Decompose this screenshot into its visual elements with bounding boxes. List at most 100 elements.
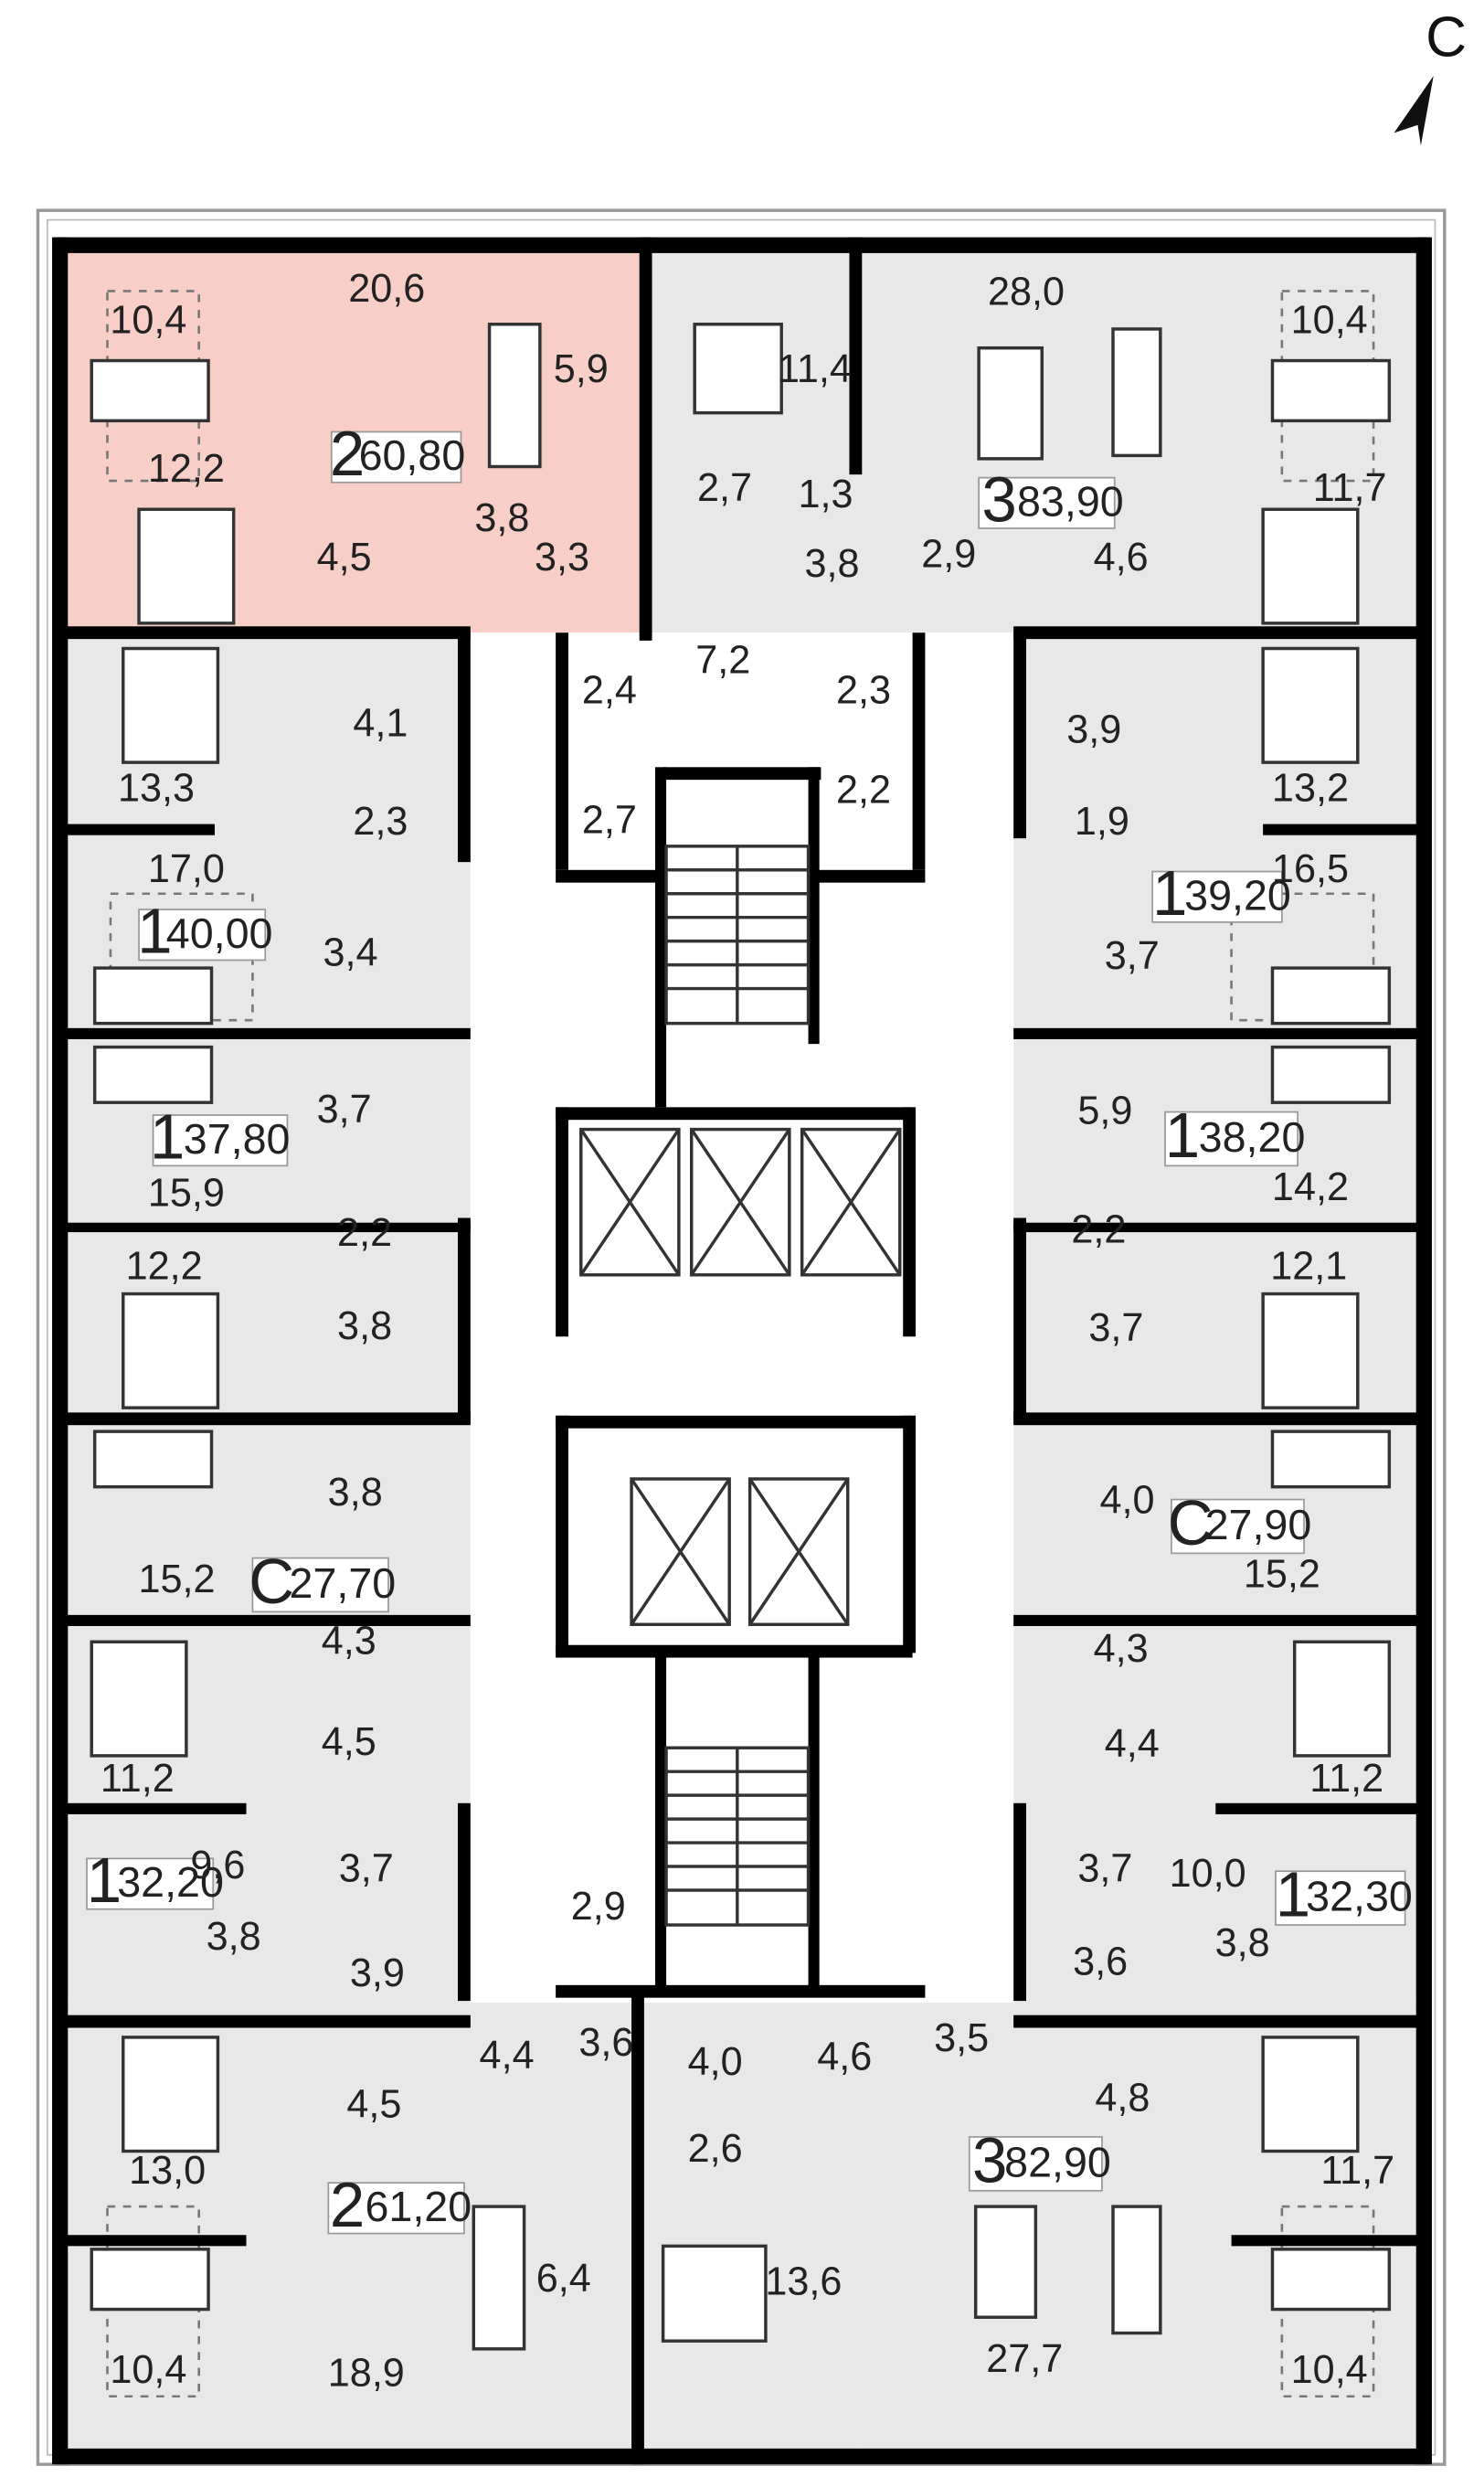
bed-icon [137,507,236,625]
svg-text:1: 1 [150,1101,185,1173]
bed-icon [693,323,783,415]
room-area: 3,5 [934,2016,989,2060]
svg-text:1: 1 [137,896,172,967]
sofa-icon [1270,358,1392,423]
apartment-label-e2[interactable]: 1 38,20 [1164,1100,1306,1171]
room-area: 2,6 [688,2127,743,2171]
apartment-label-w3[interactable]: С 27,70 [249,1546,396,1617]
svg-text:32,30: 32,30 [1306,1873,1413,1920]
compass-arrow-icon [1394,76,1434,146]
room-area: 4,5 [346,2082,401,2126]
sofa-icon [92,1430,214,1489]
room-area: 28,0 [988,270,1065,314]
room-area: 3,8 [337,1304,392,1348]
room-area: 3,7 [317,1088,372,1132]
room-area: 10,0 [1170,1852,1246,1896]
bed-icon [122,1292,220,1409]
apartment-south-mid-fill[interactable] [641,2002,863,2461]
svg-text:82,90: 82,90 [1004,2138,1111,2185]
room-area: 6,4 [536,2257,591,2301]
svg-text:39,20: 39,20 [1184,871,1291,919]
room-area-labels: 10,4 20,6 5,9 12,2 4,5 3,8 3,3 11,4 2,7 … [101,267,1394,2396]
svg-text:61,20: 61,20 [365,2183,472,2230]
svg-text:С: С [1168,1487,1214,1558]
room-area: 12,1 [1270,1244,1347,1288]
svg-text:83,90: 83,90 [1017,477,1124,525]
room-area: 4,1 [353,702,408,746]
sofa-icon [92,966,214,1026]
apartment-north-mid-fill[interactable] [650,245,856,633]
svg-text:27,90: 27,90 [1205,1501,1312,1548]
room-area: 3,7 [1088,1306,1143,1350]
room-area: 4,4 [480,2034,535,2078]
room-area: 17,0 [148,847,225,891]
room-area: 11,4 [778,347,852,391]
room-area: 10,4 [110,2348,186,2392]
room-area: 3,7 [1105,934,1160,978]
dining-table-icon [472,2205,526,2351]
room-area: 5,9 [554,347,609,391]
svg-text:38,20: 38,20 [1199,1113,1306,1161]
room-area: 11,7 [1313,466,1387,510]
room-area: 13,2 [1272,767,1349,811]
apartment-label-e4[interactable]: 1 32,30 [1275,1859,1413,1930]
room-area: 18,9 [328,2352,405,2396]
apartment-label-e3[interactable]: С 27,90 [1168,1487,1312,1558]
room-area: 3,9 [350,1951,405,1995]
room-area: 3,8 [804,542,859,586]
room-area: 13,6 [765,2259,842,2303]
svg-text:1: 1 [87,1844,122,1916]
apartment-label-se[interactable]: 3 82,90 [968,2124,1111,2195]
room-area: 14,2 [1272,1165,1349,1209]
apartment-label-sw[interactable]: 2 61,20 [327,2169,472,2240]
svg-text:37,80: 37,80 [184,1115,291,1163]
room-area: 10,4 [110,298,186,342]
svg-text:60,80: 60,80 [359,431,466,479]
bed-icon [1292,1640,1392,1758]
apartment-label-nw[interactable]: 2 60,80 [330,418,465,489]
room-area: 3,7 [339,1847,394,1891]
apartment-label-w4[interactable]: 1 32,20 [86,1844,224,1916]
apartment-label-w2[interactable]: 1 37,80 [150,1101,291,1173]
svg-text:40,00: 40,00 [166,909,273,957]
apartment-label-ne[interactable]: 3 83,90 [978,463,1124,535]
sofa-icon [1270,1430,1392,1489]
svg-text:С: С [249,1546,294,1617]
sofa-icon [1270,1045,1392,1104]
svg-text:32,20: 32,20 [117,1858,224,1906]
room-area: 3,3 [535,536,589,579]
room-area: 1,9 [1075,800,1129,844]
room-area: 27,7 [986,2337,1063,2381]
svg-text:27,70: 27,70 [290,1559,397,1607]
svg-text:2: 2 [330,418,365,489]
corridor-west [470,633,568,2003]
room-area: 4,6 [1094,536,1149,579]
room-area: 11,2 [1309,1757,1383,1801]
bed-icon [122,646,220,764]
room-area: 16,5 [1272,847,1349,891]
svg-text:1: 1 [1165,1100,1200,1171]
unit-fills [57,245,1427,2461]
apartment-label-e1[interactable]: 1 39,20 [1151,857,1291,929]
sofa-icon [977,346,1044,461]
bed-icon [90,1640,188,1758]
room-area: 13,0 [129,2149,206,2193]
room-area: 4,0 [688,2040,743,2084]
room-area: 2,3 [353,800,408,844]
room-area: 1,3 [799,473,853,516]
apartment-label-w1[interactable]: 1 40,00 [137,896,272,967]
sofa-icon [90,2248,210,2312]
stairs [664,845,811,1927]
bed-icon [1261,2036,1360,2153]
room-area: 2,3 [836,668,891,712]
bed-icon [1261,507,1360,625]
room-area: 2,7 [582,798,637,842]
room-area: 3,8 [474,496,529,540]
room-area: 11,2 [101,1757,175,1801]
room-area: 2,4 [582,668,637,712]
dining-table-icon [1111,2205,1162,2335]
room-area: 2,9 [571,1885,626,1929]
room-area: 3,4 [323,931,378,975]
north-compass: С [1394,5,1467,146]
